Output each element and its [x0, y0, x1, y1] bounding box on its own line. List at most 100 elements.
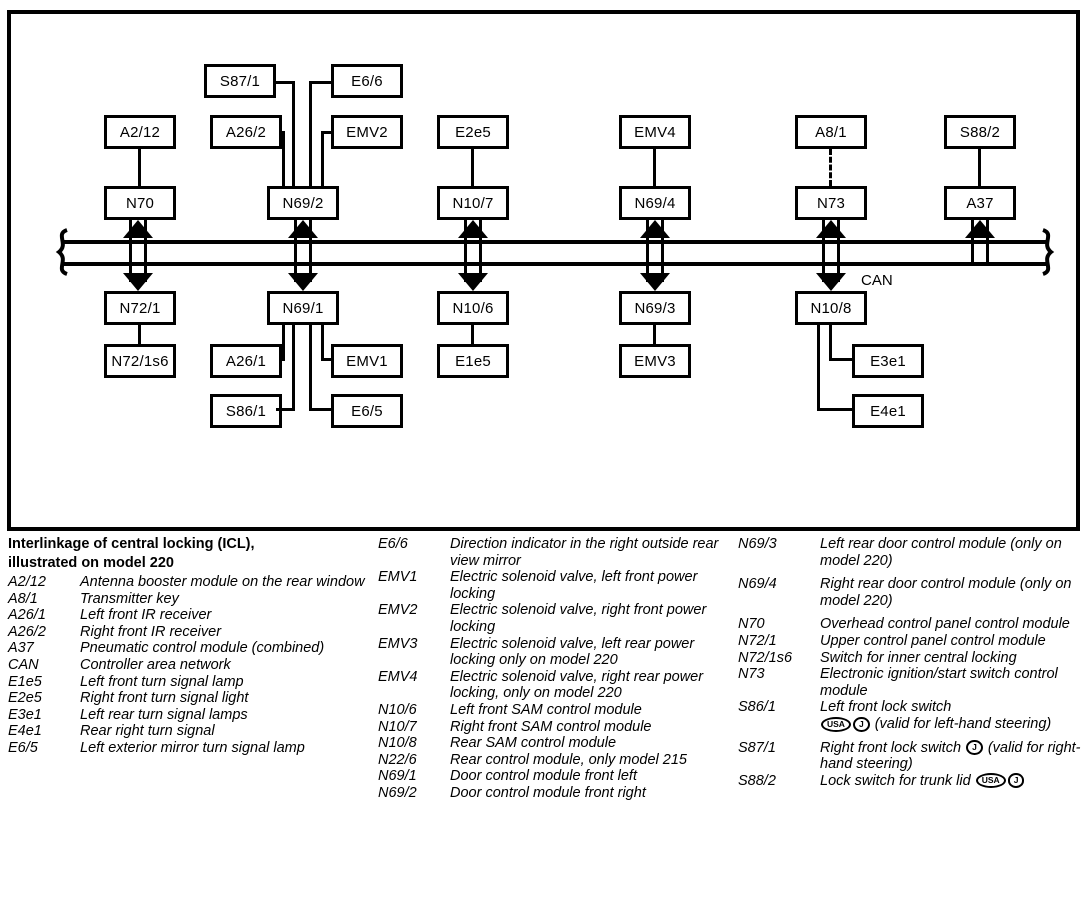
node-n10-6[interactable]: N10/6	[437, 291, 509, 325]
legend-code: N70	[738, 616, 765, 633]
wire-n10-8-e4e1-v	[817, 325, 820, 411]
node-emv3[interactable]: EMV3	[619, 344, 691, 378]
wire-s87-1-n69-2-v	[292, 81, 295, 186]
arrowhead-up-a37	[965, 220, 995, 238]
node-label: S88/2	[959, 123, 1001, 141]
legend-desc: Left front turn signal lamp	[80, 673, 244, 690]
wire-s86-1-n69-1-h	[276, 408, 295, 411]
node-label: N10/6	[452, 299, 494, 317]
wire-n69-3-emv3	[653, 325, 656, 344]
node-s88-2[interactable]: S88/2	[944, 115, 1016, 149]
wire-s87-1-n69-2-h	[276, 81, 295, 84]
japan-badge-icon: J	[966, 740, 983, 756]
legend-row: S87/1 Right front lock switch J (valid f…	[738, 740, 1086, 773]
legend-desc: Rear control module, only model 215	[450, 751, 687, 768]
node-n69-1[interactable]: N69/1	[267, 291, 339, 325]
node-n10-7[interactable]: N10/7	[437, 186, 509, 220]
legend-desc: Left front SAM control module	[450, 701, 642, 718]
node-a26-2[interactable]: A26/2	[210, 115, 282, 149]
wire-e6-6-n69-2-v	[309, 81, 312, 186]
legend-desc: Right front lock switch J (valid for rig…	[820, 740, 1086, 773]
wire-n10-8-e3e1-h	[829, 358, 855, 361]
wire-n10-8-e3e1-v	[829, 325, 832, 361]
node-e2e5[interactable]: E2e5	[437, 115, 509, 149]
legend-desc: Electric solenoid valve, right front pow…	[450, 602, 707, 635]
node-label: N73	[816, 194, 846, 212]
diagram-frame: A2/12 S87/1 E6/6 A26/2 EMV2 E2e5 EMV4 A8…	[7, 10, 1080, 531]
node-e6-5[interactable]: E6/5	[331, 394, 403, 428]
legend-desc: Upper control panel control module	[820, 632, 1046, 649]
wire-e6-6-n69-2-h	[309, 81, 334, 84]
node-n70[interactable]: N70	[104, 186, 176, 220]
node-n69-4[interactable]: N69/4	[619, 186, 691, 220]
wire-n10-8-e4e1-h	[817, 408, 855, 411]
node-label: S86/1	[225, 402, 267, 420]
node-label: A2/12	[119, 123, 161, 141]
legend-desc: Rear SAM control module	[450, 735, 617, 752]
node-n69-3[interactable]: N69/3	[619, 291, 691, 325]
legend-code: N73	[738, 666, 765, 683]
node-a37[interactable]: A37	[944, 186, 1016, 220]
node-e4e1[interactable]: E4e1	[852, 394, 924, 428]
legend-code: N69/1	[378, 768, 417, 785]
node-label: A26/1	[225, 352, 267, 370]
node-e1e5[interactable]: E1e5	[437, 344, 509, 378]
legend-code: S87/1	[738, 739, 776, 756]
wire-emv1-n69-1-h	[321, 358, 334, 361]
legend-desc: Right front turn signal light	[80, 690, 249, 707]
arrowhead-up-n70	[123, 220, 153, 238]
legend-code: N69/2	[378, 784, 417, 801]
legend-desc: Left exterior mirror turn signal lamp	[80, 739, 305, 756]
legend-code: N10/8	[378, 735, 417, 752]
legend-desc-note: (valid for left-hand steering)	[874, 715, 1052, 732]
wire-a2-12-n70	[138, 149, 141, 186]
node-s87-1[interactable]: S87/1	[204, 64, 276, 98]
legend-code: E1e5	[8, 673, 42, 690]
node-emv2[interactable]: EMV2	[331, 115, 403, 149]
legend-code: E6/5	[8, 739, 38, 756]
node-s86-1[interactable]: S86/1	[210, 394, 282, 428]
node-n69-2[interactable]: N69/2	[267, 186, 339, 220]
node-label: EMV3	[634, 352, 676, 370]
wire-s88-2-a37	[978, 149, 981, 186]
legend-code: EMV4	[378, 668, 418, 685]
legend-desc: Controller area network	[80, 656, 231, 673]
legend-code: N69/3	[738, 536, 777, 552]
node-label: EMV4	[634, 123, 676, 141]
node-e3e1[interactable]: E3e1	[852, 344, 924, 378]
node-a2-12[interactable]: A2/12	[104, 115, 176, 149]
wire-a8-1-n73-dashed	[829, 149, 832, 186]
node-label: N10/8	[810, 299, 852, 317]
node-emv1[interactable]: EMV1	[331, 344, 403, 378]
node-n72-1[interactable]: N72/1	[104, 291, 176, 325]
node-n72-1s6[interactable]: N72/1s6	[104, 344, 176, 378]
stem-down-n10-6	[464, 240, 482, 282]
node-label: N69/1	[282, 299, 324, 317]
node-emv4[interactable]: EMV4	[619, 115, 691, 149]
node-e6-6[interactable]: E6/6	[331, 64, 403, 98]
node-label: N69/2	[282, 194, 324, 212]
node-n73[interactable]: N73	[795, 186, 867, 220]
node-a26-1[interactable]: A26/1	[210, 344, 282, 378]
wire-a26-2-stub	[282, 131, 285, 134]
legend-desc-note: (valid for right-hand steering)	[820, 739, 1081, 773]
legend-desc-text: Right front lock switch	[820, 739, 962, 756]
node-label: A26/2	[225, 123, 267, 141]
legend: Interlinkage of central locking (ICL), i…	[0, 536, 1088, 910]
node-n10-8[interactable]: N10/8	[795, 291, 867, 325]
arrowhead-up-n73	[816, 220, 846, 238]
legend-desc-text: Left front lock switch	[820, 699, 952, 716]
node-label: E1e5	[455, 352, 491, 370]
arrowhead-down-n10-6	[458, 273, 488, 291]
node-a8-1[interactable]: A8/1	[795, 115, 867, 149]
legend-desc: Transmitter key	[80, 590, 179, 607]
